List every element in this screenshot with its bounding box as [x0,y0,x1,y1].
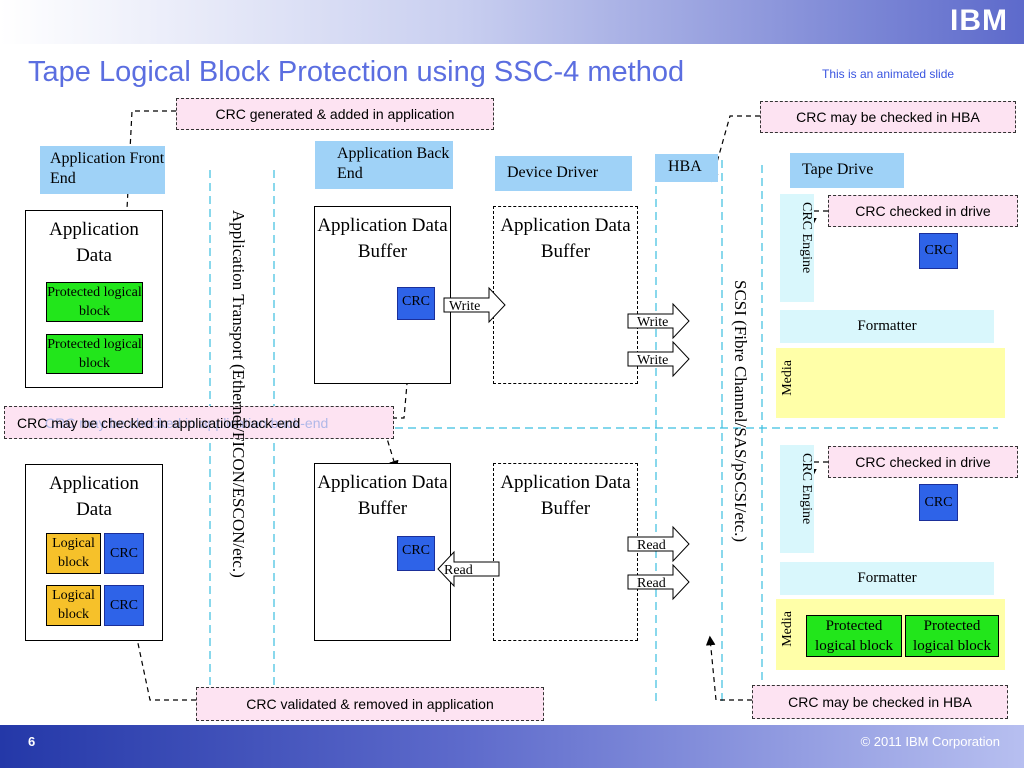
backend-crc-box: CRC [397,287,435,320]
svg-text:Write: Write [637,353,668,368]
transport-label: Application Transport (Ethernet/FICON/ES… [229,210,248,578]
connector-drive-bottom [807,461,828,479]
callout-text: CRC may be checked in application back-e… [17,414,301,431]
write-arrow: Write [443,286,506,324]
animated-slide-note: This is an animated slide [822,67,955,81]
callout-crc-validated: CRC validated & removed in application [196,687,544,721]
logical-block: Logical block [46,533,101,574]
read-app-data-label: Application Data [49,473,139,520]
read-crc-engine: CRC Engine [780,445,814,553]
footer-band [0,725,1024,768]
connector-drive-top [807,210,828,228]
write-arrow: Write [627,302,690,340]
read-arrow: Read [437,550,500,588]
read-crc-box: CRC [104,533,144,574]
drive-crc-box: CRC [919,484,958,521]
connector-hba-bottom [705,635,752,701]
write-arrow: Write [627,340,690,378]
read-arrow: Read [627,525,690,563]
read-media-label: Media [780,611,795,647]
write-backend-buffer-label: Application Data Buffer [317,215,448,262]
svg-text:Write: Write [637,315,668,330]
slide-title: Tape Logical Block Protection using SSC-… [28,56,685,88]
write-crc-engine: CRC Engine [780,194,814,302]
write-media: Media [776,348,1005,418]
callout-crc-backend: CRC may be checked in application back-e… [4,406,394,439]
label-tape-drive: Tape Drive [790,153,904,188]
read-driver-buffer-label: Application Data Buffer [500,472,631,519]
svg-text:Write: Write [449,299,480,314]
svg-text:Read: Read [444,563,473,578]
callout-crc-generated: CRC generated & added in application [176,98,494,130]
page-number: 6 [28,734,36,749]
write-backend-buffer: Application Data Buffer [314,206,451,384]
read-backend-buffer-label: Application Data Buffer [317,472,448,519]
label-app-front-end: Application Front End [40,146,165,194]
scsi-label: SCSI (Fibre Channel/SAS/pSCSI/etc.) [731,280,750,543]
ibm-logo: IBM [944,4,1014,38]
write-media-label: Media [780,360,795,396]
logical-block: Logical block [46,585,101,626]
label-device-driver: Device Driver [495,156,632,191]
read-crc-box: CRC [104,585,144,626]
write-app-data-label: Application Data [49,219,139,266]
read-arrow: Read [627,563,690,601]
label-hba: HBA [655,154,718,182]
callout-crc-drive-top: CRC checked in drive [828,195,1018,227]
protected-block: Protected logical block [46,282,143,322]
connector-hba-top [709,115,760,183]
svg-text:Read: Read [637,576,666,591]
label-app-back-end: Application Back End [315,141,453,189]
callout-ghost-text: CRC may be checked in application back-e… [45,415,329,431]
write-formatter: Formatter [780,310,994,343]
svg-text:Read: Read [637,538,666,553]
drive-crc-box: CRC [919,233,958,269]
read-driver-buffer: Application Data Buffer [493,463,638,641]
read-formatter: Formatter [780,562,994,595]
callout-crc-drive-bottom: CRC checked in drive [828,446,1018,478]
write-driver-buffer-label: Application Data Buffer [500,215,631,262]
media-protected-block: Protected logical block [905,615,999,657]
callout-crc-hba-bottom: CRC may be checked in HBA [752,685,1008,719]
header-band [0,0,1024,44]
copyright: © 2011 IBM Corporation [860,734,1000,749]
callout-crc-hba-top: CRC may be checked in HBA [760,101,1016,133]
backend-crc-box: CRC [397,536,435,571]
protected-block: Protected logical block [46,334,143,374]
media-protected-block: Protected logical block [806,615,902,657]
write-driver-buffer: Application Data Buffer [493,206,638,384]
